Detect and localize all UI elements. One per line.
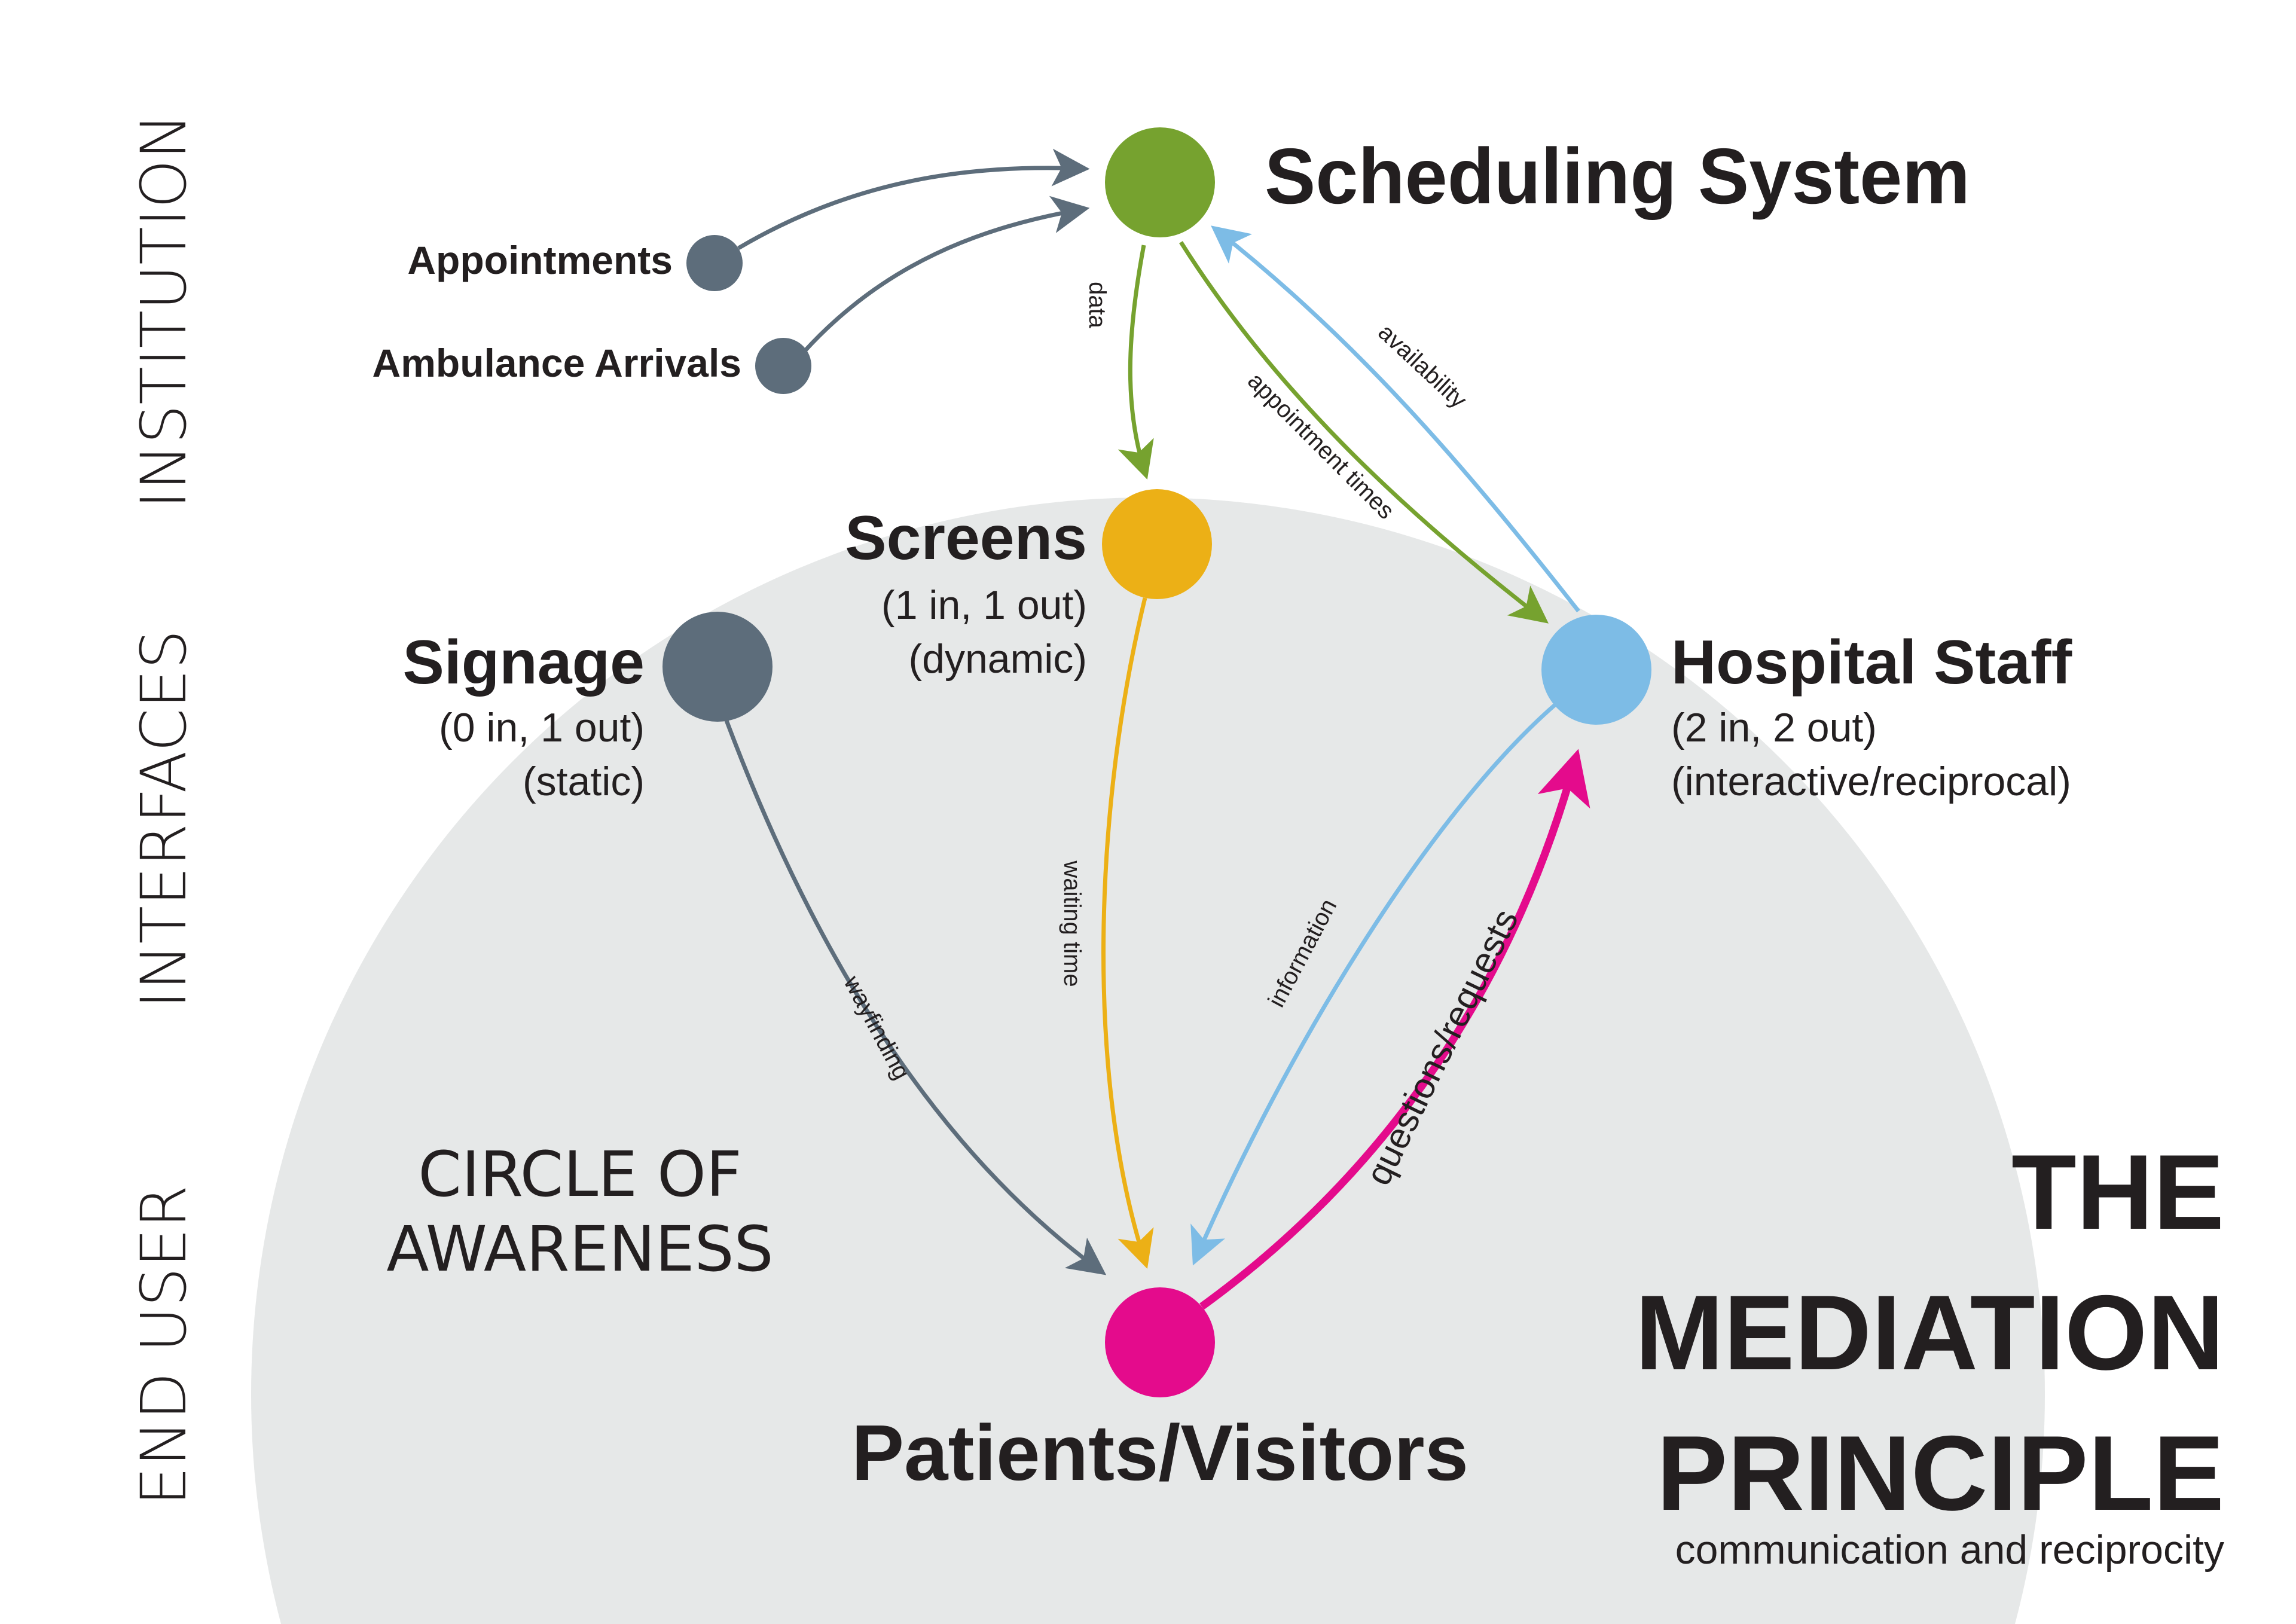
label-ambulance-arrivals: Ambulance Arrivals xyxy=(373,341,741,385)
title-subtitle: communication and reciprocity xyxy=(1675,1527,2224,1573)
edge-appointments-scheduling xyxy=(737,148,1090,251)
edge-scheduling-hospital xyxy=(1179,241,1549,624)
label-screens-io: (1 in, 1 out) xyxy=(881,582,1087,628)
label-scheduling-system: Scheduling System xyxy=(1265,132,1970,220)
node-screens xyxy=(1102,489,1212,599)
edge-label-availability: availability xyxy=(1373,319,1471,413)
node-ambulance-arrivals xyxy=(755,338,811,394)
title-line2: MEDIATION xyxy=(1635,1273,2224,1392)
edge-hospital-scheduling xyxy=(1211,225,1580,613)
node-hospital-staff xyxy=(1541,615,1651,725)
circle-of-awareness xyxy=(251,497,2045,1624)
edge-label-waiting-time: waiting time xyxy=(1059,860,1085,987)
side-label-end-user: END USER xyxy=(127,1185,200,1506)
edge-screens-patients xyxy=(1101,597,1154,1269)
edge-patients-hospital xyxy=(1199,749,1590,1310)
node-signage xyxy=(662,612,773,722)
circle-label-line1: CIRCLE OF xyxy=(418,1138,741,1211)
side-label-interfaces: INTERFACES xyxy=(127,630,200,1009)
label-appointments: Appointments xyxy=(407,238,673,282)
label-signage-kind: (static) xyxy=(523,759,645,804)
edge-hospital-patients xyxy=(1190,701,1559,1266)
title-line3: PRINCIPLE xyxy=(1657,1414,2224,1533)
node-appointments xyxy=(686,235,743,291)
label-patients-visitors: Patients/Visitors xyxy=(851,1409,1468,1497)
side-label-institution: INSTITUTION xyxy=(127,113,200,509)
node-scheduling-system xyxy=(1105,127,1215,237)
node-patients-visitors xyxy=(1105,1287,1215,1397)
edge-signage-patients xyxy=(724,719,1107,1275)
edge-ambulance-scheduling xyxy=(802,196,1090,353)
label-hospital-staff: Hospital Staff xyxy=(1671,628,2072,697)
edge-scheduling-screens xyxy=(1118,245,1154,480)
label-hospital-staff-io: (2 in, 2 out) xyxy=(1671,705,1877,750)
edge-label-data: data xyxy=(1084,282,1110,329)
label-signage-io: (0 in, 1 out) xyxy=(439,705,645,750)
label-screens: Screens xyxy=(845,503,1087,573)
title-line1: THE xyxy=(2011,1132,2224,1251)
label-hospital-staff-kind: (interactive/reciprocal) xyxy=(1671,759,2071,804)
label-signage: Signage xyxy=(402,628,645,697)
label-screens-kind: (dynamic) xyxy=(909,636,1088,682)
circle-label-line2: AWARENESS xyxy=(386,1213,773,1286)
edge-label-appointment-times: appointment times xyxy=(1242,368,1399,524)
